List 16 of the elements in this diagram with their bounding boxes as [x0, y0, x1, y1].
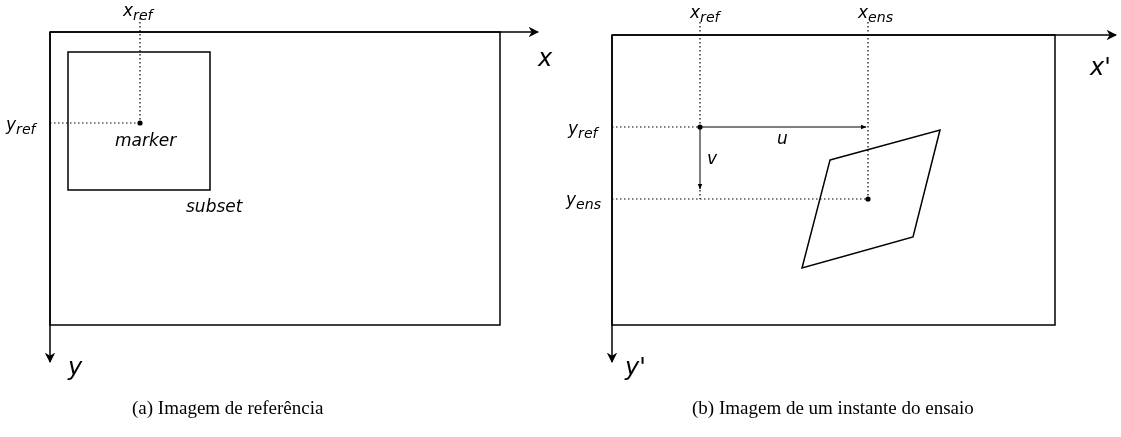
- figure-caption: (a) Imagem de referência: [132, 398, 324, 417]
- point-label: marker: [115, 132, 177, 149]
- axis-label: y$_{ref}$: [568, 120, 598, 141]
- axis-label: x$_{ref}$: [123, 2, 153, 23]
- displacement-label: u: [777, 130, 788, 147]
- axis-label: x: [538, 46, 553, 70]
- axis-label: y$_{ens}$: [566, 191, 602, 212]
- axis-label: x': [1090, 55, 1111, 79]
- axis-label: y: [68, 355, 83, 379]
- axis-label: y$_{ref}$: [6, 116, 36, 137]
- axis-label: x$_{ref}$: [690, 4, 720, 25]
- axis-label: y': [625, 355, 646, 379]
- axis-label: x$_{ens}$: [858, 4, 894, 25]
- displacement-label: v: [707, 150, 718, 167]
- figure-caption: (b) Imagem de um instante do ensaio: [692, 398, 974, 417]
- region-label: subset: [186, 198, 243, 215]
